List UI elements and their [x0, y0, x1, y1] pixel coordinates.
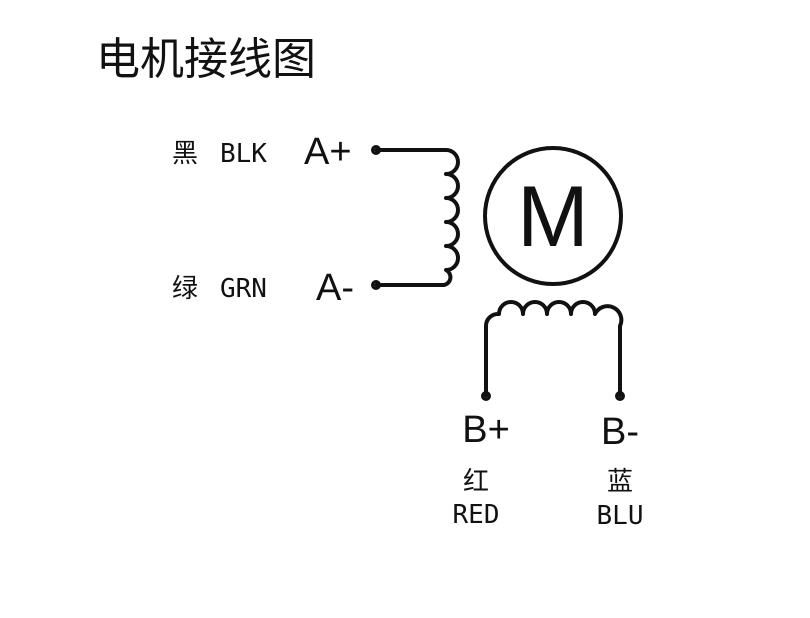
- wire-color-en-a-plus: BLK: [220, 139, 267, 169]
- terminal-label-b-minus: B-: [601, 411, 639, 453]
- motor-label: M: [517, 169, 589, 265]
- wire-color-en-b-plus: RED: [453, 500, 500, 530]
- terminal-dot-a-plus: [371, 145, 381, 155]
- wire-label-a-minus: 绿 GRN: [172, 274, 267, 304]
- coil-phase-b: [481, 300, 625, 401]
- terminal-dot-b-minus: [615, 391, 625, 401]
- wire-color-en-b-minus: BLU: [597, 501, 644, 531]
- page-title: 电机接线图: [96, 34, 316, 85]
- wire-label-b-minus: 蓝 BLU: [597, 467, 644, 531]
- terminal-dot-b-plus: [481, 391, 491, 401]
- terminal-label-a-plus: A+: [304, 131, 352, 173]
- terminal-label-b-plus: B+: [462, 409, 510, 451]
- terminal-label-a-minus: A-: [316, 267, 354, 309]
- wire-color-cn-b-minus: 蓝: [607, 467, 633, 497]
- wire-label-b-plus: 红 RED: [453, 467, 500, 530]
- wire-color-cn-a-minus: 绿: [172, 274, 198, 304]
- motor-symbol: M: [483, 146, 623, 286]
- wire-color-en-a-minus: GRN: [220, 274, 267, 304]
- wire-color-cn-b-plus: 红: [463, 467, 489, 497]
- wire-color-cn-a-plus: 黑: [172, 139, 198, 169]
- coil-b-winding: [483, 300, 624, 398]
- coil-phase-a: [371, 145, 460, 290]
- motor-circle: [483, 146, 623, 286]
- wire-label-a-plus: 黑 BLK: [172, 139, 267, 169]
- coil-a-winding: [374, 148, 460, 287]
- terminal-dot-a-minus: [371, 280, 381, 290]
